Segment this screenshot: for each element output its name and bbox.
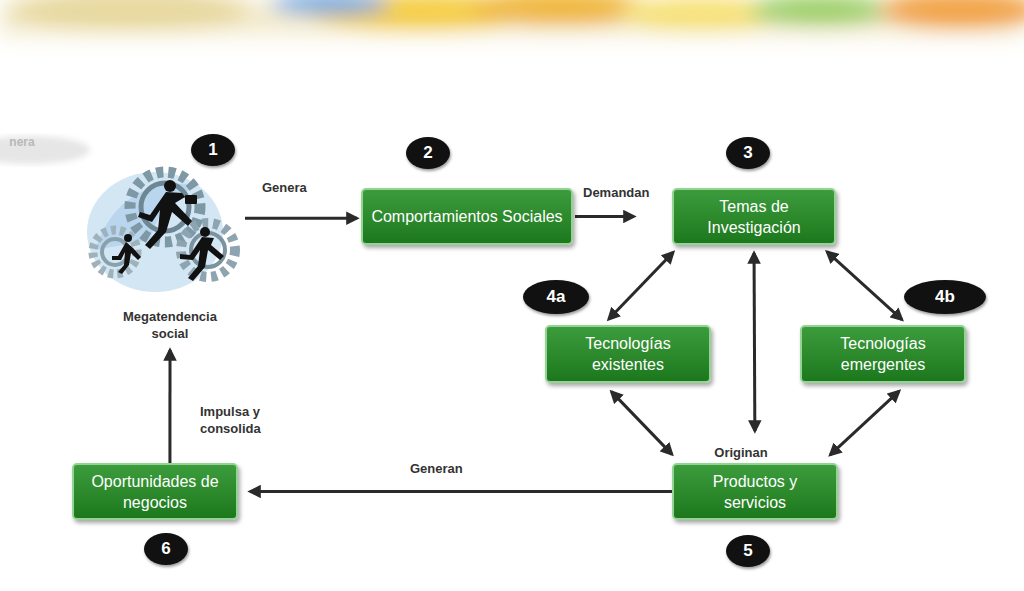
callout-number: 2	[406, 137, 450, 169]
node-text: Temas de Investigación	[682, 196, 826, 238]
flow-arrow	[575, 215, 634, 218]
megatrend-illustration	[87, 172, 235, 292]
flow-arrow	[168, 350, 171, 463]
callout-number: 1	[191, 134, 235, 166]
flow-arrow	[611, 392, 672, 455]
edge-label: Genera	[262, 179, 307, 196]
process-box: Tecnologías existentes	[545, 325, 711, 383]
callout-number: 5	[726, 535, 770, 567]
process-box: Temas de Investigación	[672, 188, 836, 245]
megatrend-node: Megatendencia social	[95, 170, 245, 342]
faded-text: nera	[0, 134, 44, 150]
node-text: Tecnologías existentes	[555, 333, 701, 375]
flow-arrow	[250, 490, 672, 493]
node-text: Comportamientos Sociales	[371, 206, 562, 227]
callout-number: 4a	[523, 280, 589, 314]
process-box: Oportunidades de negocios	[72, 463, 238, 520]
edge-label: Impulsa y consolida	[200, 403, 280, 437]
process-box: Tecnologías emergentes	[800, 325, 966, 383]
edge-label: Generan	[410, 460, 463, 477]
flow-arrow	[827, 252, 902, 320]
edge-label: Demandan	[583, 184, 649, 201]
flow-arrow	[753, 253, 757, 431]
flow-note: Originan	[706, 444, 776, 460]
flow-arrow	[245, 217, 357, 220]
flow-arrow	[830, 391, 899, 455]
node-text: Megatendencia social	[115, 308, 225, 342]
process-box: Productos y servicios	[672, 463, 838, 520]
node-text: Productos y servicios	[682, 471, 828, 513]
node-text: Oportunidades de negocios	[82, 471, 228, 513]
callout-number: 4b	[904, 280, 986, 314]
callout-number: 3	[726, 137, 770, 169]
flow-arrow	[609, 252, 674, 319]
node-text: Tecnologías emergentes	[810, 333, 956, 375]
callout-number: 6	[144, 533, 188, 565]
process-box: Comportamientos Sociales	[361, 188, 573, 245]
